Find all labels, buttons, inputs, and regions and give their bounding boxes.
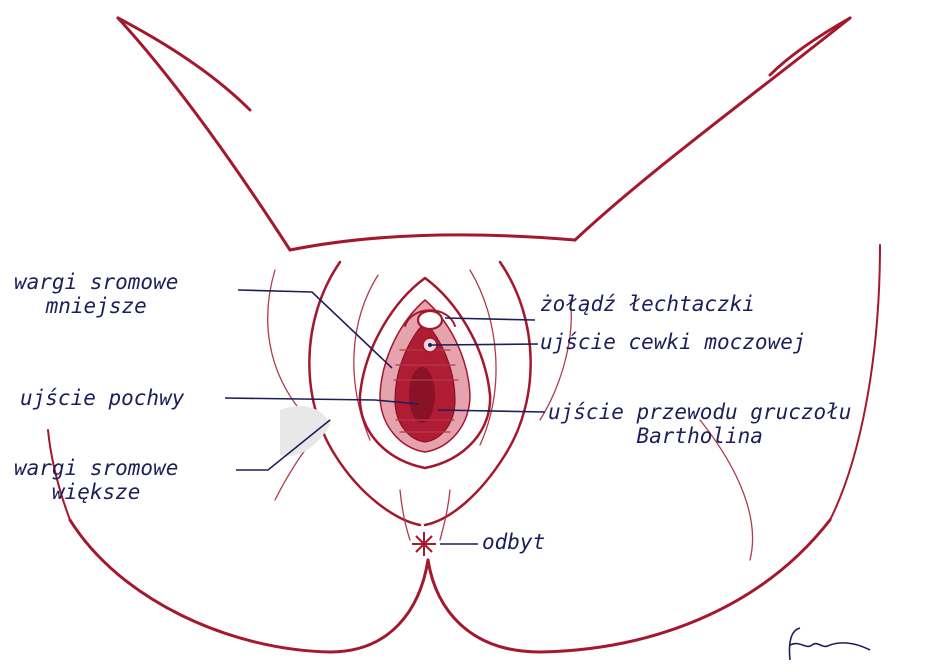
label-labia-minora: wargi sromowe mniejsze: [14, 270, 178, 318]
label-glans-clitoris: żołądź łechtaczki: [540, 292, 755, 316]
body-outline: [118, 18, 850, 250]
label-vaginal-opening: ujście pochwy: [20, 386, 184, 410]
anus-mark: [412, 532, 436, 556]
label-labia-majora: wargi sromowe większe: [14, 456, 178, 504]
artist-signature: [789, 628, 870, 660]
label-urethral-opening: ujście cewki moczowej: [540, 330, 806, 354]
label-anus: odbyt: [482, 530, 545, 554]
label-bartholin-duct: ujście przewodu gruczołu Bartholina: [548, 400, 851, 448]
shadow-patch: [280, 406, 330, 456]
labia-minora: [360, 278, 490, 468]
